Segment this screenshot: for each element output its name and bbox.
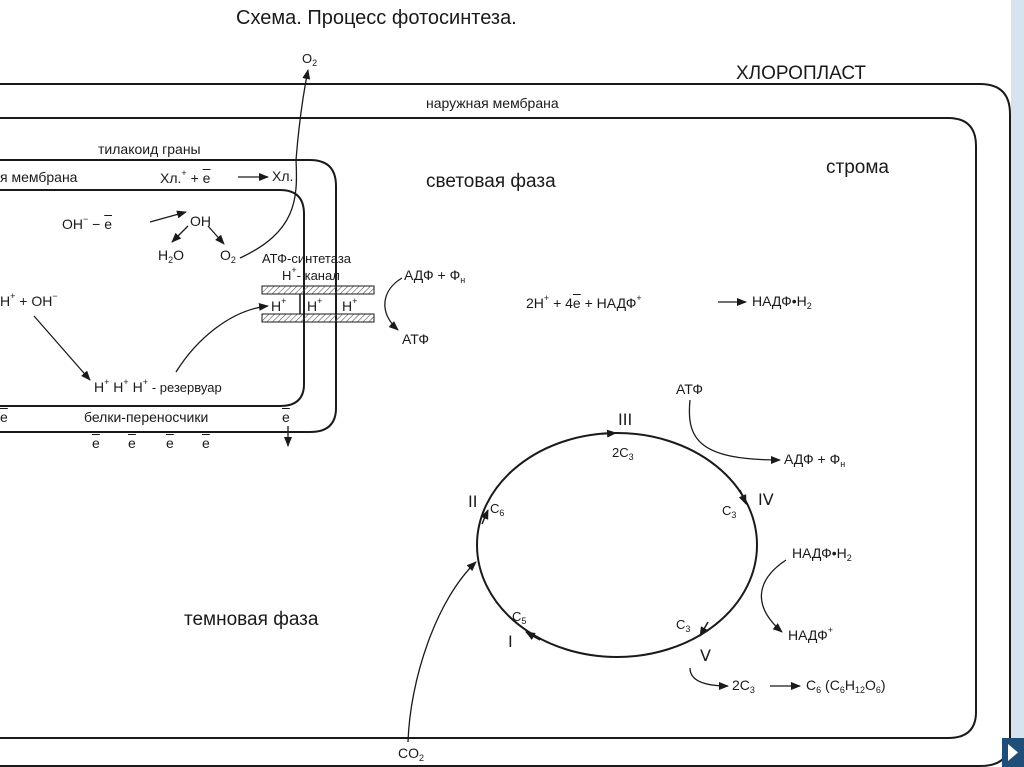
channel-h1: H+	[271, 296, 287, 314]
channel-h3: H+	[342, 296, 358, 314]
thylakoid-label: тилакоид граны	[98, 141, 201, 157]
atp-synthase-top-hatch	[261, 285, 375, 295]
calvin-cycle	[476, 432, 758, 658]
inner-membrane-line	[0, 117, 977, 739]
chlorophyll: Хл.	[272, 168, 294, 184]
o2-top: O2	[302, 51, 318, 68]
adp-pi-light: АДФ + Фн	[404, 267, 466, 285]
electron-left: e	[0, 409, 8, 425]
electron-1: e	[92, 435, 100, 451]
outer-membrane-label: наружная мембрана	[426, 95, 559, 111]
stage-ii: II	[468, 492, 478, 511]
nadp-reduction-equation: 2H+ + 4e + НАДФ+	[526, 293, 642, 311]
adp-pi-dark: АДФ + Фн	[784, 451, 846, 469]
nadph2-light: НАДФ•H2	[752, 293, 812, 311]
diagram-title: Схема. Процесс фотосинтеза.	[236, 7, 517, 29]
stage-i: I	[508, 632, 513, 651]
stage-v: V	[700, 646, 711, 665]
glucose-lhs: 2C3	[732, 677, 755, 695]
atp-dark: АТФ	[676, 381, 703, 397]
water: H2O	[158, 247, 185, 265]
c3-stage-v: C3	[676, 617, 691, 634]
nadp-dark: НАДФ+	[788, 625, 833, 643]
electron-4: e	[202, 435, 210, 451]
hydroxide-ion: OH− − e	[62, 214, 113, 232]
nadph2-dark: НАДФ•H2	[792, 545, 852, 563]
atp-light: АТФ	[402, 331, 429, 347]
c6-compound: C6	[490, 501, 505, 518]
stage-iv: IV	[758, 490, 774, 509]
stroma-label: строма	[826, 157, 889, 178]
glucose-rhs: C6 (C6H12O6)	[806, 677, 886, 695]
hydroxyl: OH	[190, 213, 211, 229]
electron-3: e	[166, 435, 174, 451]
electron-right: e	[282, 409, 290, 425]
light-phase-label: световая фаза	[426, 171, 556, 192]
oxygen: O2	[220, 247, 236, 265]
co2-input: CO2	[398, 745, 425, 763]
c5-compound: C5	[512, 609, 527, 626]
two-c3: 2C3	[612, 445, 634, 462]
chlorophyll-excited: Хл.+ + e	[160, 168, 211, 186]
membrane-fragment-label: я мембрана	[0, 169, 78, 185]
proton-hydroxide: H+ + OH−	[0, 291, 58, 309]
chloroplast-label: ХЛОРОПЛАСТ	[736, 63, 867, 84]
atp-synthase-bottom-hatch	[261, 313, 375, 323]
outer-membrane-line	[0, 83, 1011, 767]
thylakoid-inner-line	[0, 189, 305, 407]
proton-channel-label: H+- канал	[282, 265, 340, 283]
electron-2: e	[128, 435, 136, 451]
carrier-proteins-label: белки-переносчики	[84, 409, 209, 425]
proton-reservoir: H+ H+ H+ - резервуар	[94, 377, 222, 395]
slide-frame-bar	[1011, 0, 1024, 767]
c3-stage-iv: C3	[722, 503, 737, 520]
atp-synthase-label: АТФ-синтетаза	[262, 251, 352, 266]
stage-iii: III	[618, 410, 633, 429]
next-slide-icon[interactable]	[1002, 738, 1024, 767]
channel-h2: H+	[307, 296, 323, 314]
dark-phase-label: темновая фаза	[184, 609, 319, 630]
